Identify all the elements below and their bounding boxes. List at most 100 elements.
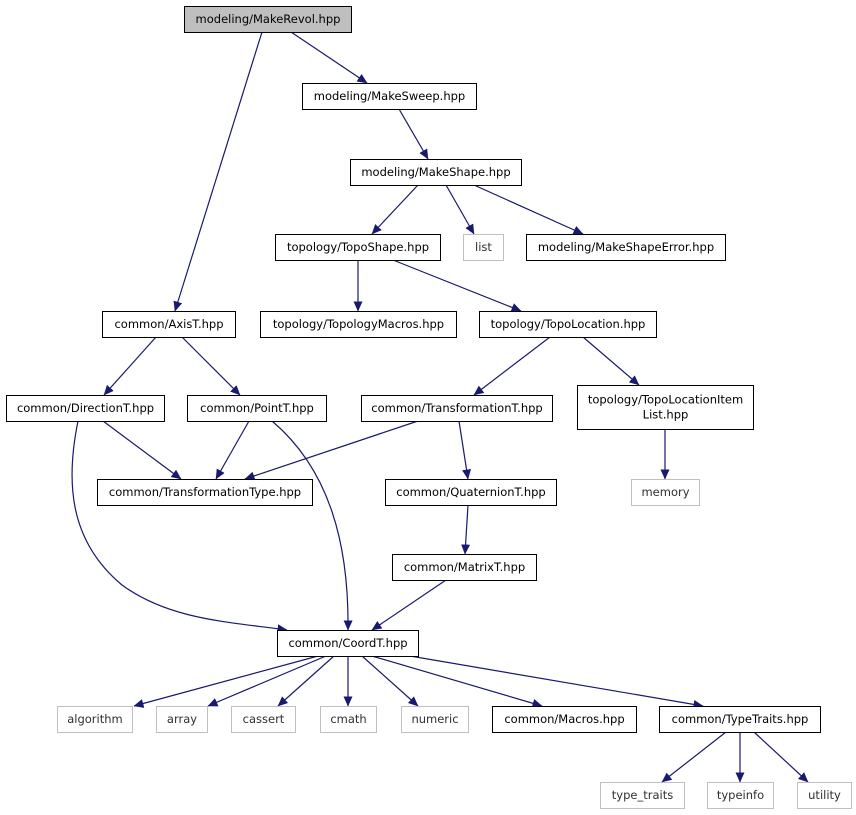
node-label: modeling/MakeShape.hpp <box>361 165 510 179</box>
node-transformationt[interactable]: common/TransformationT.hpp <box>361 395 553 422</box>
node-makesweep[interactable]: modeling/MakeSweep.hpp <box>302 83 477 110</box>
node-label: algorithm <box>67 712 123 726</box>
node-box <box>275 234 441 261</box>
node-quaterniont[interactable]: common/QuaternionT.hpp <box>385 479 557 506</box>
edge-transformationt-to-transformationtype <box>244 420 419 481</box>
edge-topolocation-to-transformationt <box>473 336 551 396</box>
edge-transformationt-to-quaterniont <box>458 420 471 480</box>
node-label: topology/TopoShape.hpp <box>287 240 429 254</box>
edge-toposhape-to-topolocation <box>392 259 522 312</box>
edge-coordt-to-array <box>207 655 327 707</box>
node-box <box>707 782 774 809</box>
edge-axist-to-pointt <box>181 336 241 396</box>
node-label: cmath <box>330 712 366 726</box>
node-box <box>320 706 377 733</box>
edge-pointt-to-coordt <box>271 420 353 631</box>
node-toposhape[interactable]: topology/TopoShape.hpp <box>275 234 441 261</box>
node-label: common/QuaternionT.hpp <box>396 485 545 499</box>
edge-topolocation-to-topolocationitemlist <box>582 336 640 386</box>
edge-makeshape-to-toposhape <box>371 184 419 235</box>
node-label: common/PointT.hpp <box>200 401 314 415</box>
node-makeshapeerror[interactable]: modeling/MakeShapeError.hpp <box>526 234 726 261</box>
node-box <box>184 6 352 33</box>
node-topologymacros[interactable]: topology/TopologyMacros.hpp <box>260 311 457 338</box>
node-label: topology/TopoLocation.hpp <box>491 317 646 331</box>
edge-typetraits-to-type_traits <box>661 731 727 783</box>
node-label: common/MatrixT.hpp <box>404 560 525 574</box>
node-box <box>187 395 327 422</box>
edge-typetraits-to-utility <box>753 731 809 783</box>
node-label: topology/TopologyMacros.hpp <box>273 317 444 331</box>
node-topolocation[interactable]: topology/TopoLocation.hpp <box>479 311 657 338</box>
node-label: type_traits <box>612 788 673 802</box>
node-pointt[interactable]: common/PointT.hpp <box>187 395 327 422</box>
edge-makerevol-to-makesweep <box>290 31 368 84</box>
node-utility: utility <box>797 782 852 809</box>
node-box <box>385 479 557 506</box>
edge-coordt-to-typetraits <box>409 655 704 709</box>
edge-quaterniont-to-matrixt <box>461 504 471 555</box>
node-cmath: cmath <box>320 706 377 733</box>
node-label: modeling/MakeShapeError.hpp <box>538 240 714 254</box>
node-box <box>302 83 477 110</box>
edge-pointt-to-transformationtype <box>215 420 250 480</box>
node-label: modeling/MakeSweep.hpp <box>314 89 465 103</box>
node-macros[interactable]: common/Macros.hpp <box>492 706 637 733</box>
node-box <box>797 782 852 809</box>
node-label: common/Macros.hpp <box>504 712 624 726</box>
node-transformationtype[interactable]: common/TransformationType.hpp <box>97 479 313 506</box>
node-list: list <box>463 234 504 261</box>
edge-makeshape-to-list <box>445 184 475 235</box>
node-label: array <box>167 712 197 726</box>
edge-coordt-to-cassert <box>277 655 335 707</box>
node-axist[interactable]: common/AxisT.hpp <box>102 311 236 338</box>
node-coordt[interactable]: common/CoordT.hpp <box>277 630 419 657</box>
node-label: common/DirectionT.hpp <box>17 401 154 415</box>
edge-coordt-to-numeric <box>361 655 419 707</box>
node-label: cassert <box>243 712 285 726</box>
node-cassert: cassert <box>231 706 296 733</box>
node-makeshape[interactable]: modeling/MakeShape.hpp <box>350 159 522 186</box>
node-label: memory <box>641 485 689 499</box>
node-box <box>57 706 133 733</box>
node-box <box>361 395 553 422</box>
edge-directiont-to-transformationtype <box>102 420 182 480</box>
node-label: typeinfo <box>717 788 764 802</box>
node-algorithm: algorithm <box>57 706 133 733</box>
node-box <box>631 479 700 506</box>
node-label: common/CoordT.hpp <box>288 636 407 650</box>
node-box <box>102 311 236 338</box>
edge-coordt-to-macros <box>371 655 543 708</box>
node-typetraits[interactable]: common/TypeTraits.hpp <box>659 706 821 733</box>
node-makerevol[interactable]: modeling/MakeRevol.hpp <box>184 6 352 33</box>
node-box <box>463 234 504 261</box>
node-numeric: numeric <box>401 706 469 733</box>
node-typeinfo: typeinfo <box>707 782 774 809</box>
node-box <box>277 630 419 657</box>
edge-makesweep-to-makeshape <box>398 108 429 160</box>
node-directiont[interactable]: common/DirectionT.hpp <box>6 395 165 422</box>
node-box <box>577 385 754 430</box>
node-box <box>97 479 313 506</box>
node-label: common/TypeTraits.hpp <box>672 712 809 726</box>
edge-directiont-to-coordt <box>71 420 288 634</box>
node-label: common/TransformationT.hpp <box>371 401 542 415</box>
node-box <box>600 782 685 809</box>
edge-matrixt-to-coordt <box>371 579 447 631</box>
edges-layer <box>71 31 809 783</box>
node-box <box>392 554 537 581</box>
node-label: numeric <box>411 712 458 726</box>
node-box <box>401 706 469 733</box>
nodes-layer: modeling/MakeRevol.hpp modeling/MakeSweep… <box>6 6 852 809</box>
node-box <box>492 706 637 733</box>
node-label: List.hpp <box>643 408 689 422</box>
node-box <box>350 159 522 186</box>
node-matrixt[interactable]: common/MatrixT.hpp <box>392 554 537 581</box>
node-label: topology/TopoLocationItem <box>588 393 743 407</box>
node-box <box>231 706 296 733</box>
node-box <box>156 706 208 733</box>
edge-coordt-to-algorithm <box>133 655 319 708</box>
node-box <box>260 311 457 338</box>
node-label: modeling/MakeRevol.hpp <box>196 12 341 26</box>
